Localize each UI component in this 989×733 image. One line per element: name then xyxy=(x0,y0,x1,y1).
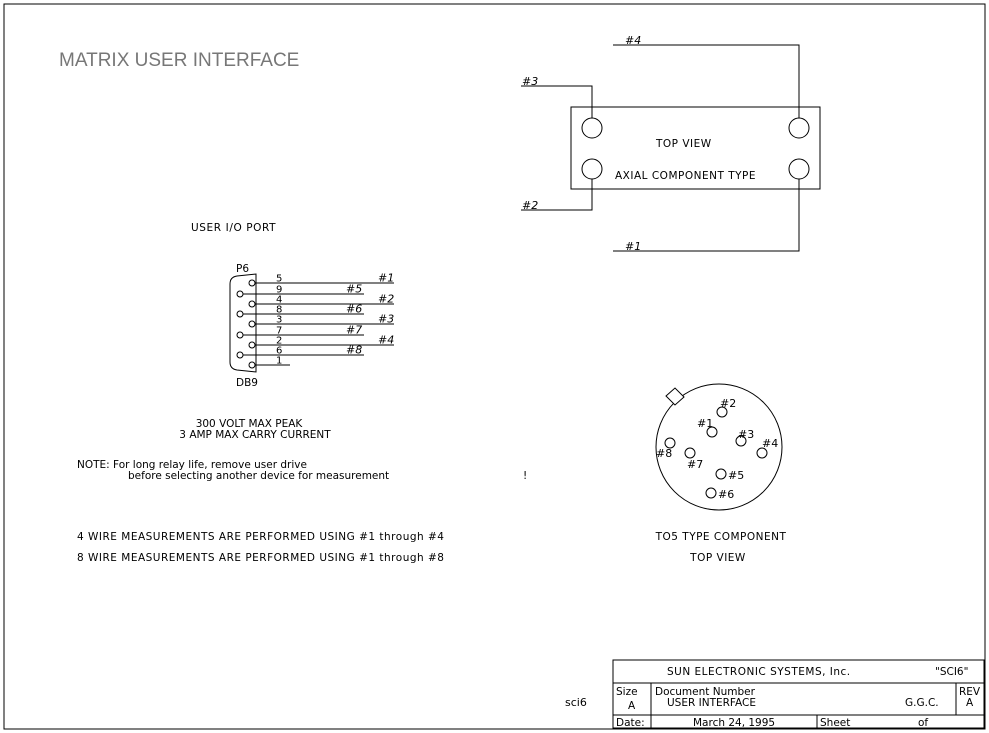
axial-pin-top-left xyxy=(581,117,603,139)
rating-current: 3 AMP MAX CARRY CURRENT xyxy=(179,429,331,441)
to5-pin-label-1: #1 xyxy=(697,417,713,430)
date-value: March 24, 1995 xyxy=(693,717,775,729)
to5-pin-2 xyxy=(716,406,728,418)
to5-pin-5 xyxy=(715,468,727,480)
to5-pin-4 xyxy=(756,447,768,459)
document-number-label: Document Number xyxy=(655,686,756,698)
db9-signal-label: #4 xyxy=(378,334,394,347)
company-name: SUN ELECTRONIC SYSTEMS, Inc. xyxy=(667,666,851,678)
axial-label-type: AXIAL COMPONENT TYPE xyxy=(615,170,756,182)
db9-pin-2 xyxy=(248,341,256,349)
author-initials: G.G.C. xyxy=(905,697,939,709)
to5-top-view: TOP VIEW xyxy=(689,552,746,564)
file-tag: sci6 xyxy=(565,696,587,709)
db9-pin-8 xyxy=(236,310,244,318)
to5-body xyxy=(655,383,783,511)
size-value: A xyxy=(628,700,636,712)
db9-pin-4 xyxy=(248,300,256,308)
axial-lead-3 xyxy=(521,85,593,118)
connector-type: DB9 xyxy=(236,377,258,389)
to5-pin-8 xyxy=(664,437,676,449)
to5-pin-3 xyxy=(735,435,747,447)
db9-pin-1 xyxy=(248,361,256,369)
axial-lead-2 xyxy=(521,179,593,211)
axial-lead-label-3: #3 xyxy=(522,75,538,88)
axial-pin-top-right xyxy=(788,117,810,139)
to5-pin-label-4: #4 xyxy=(762,437,778,450)
db9-pin-6 xyxy=(236,351,244,359)
axial-lead-1 xyxy=(613,179,800,252)
connector-ref: P6 xyxy=(236,263,249,275)
axial-pin-bottom-left xyxy=(581,158,603,180)
title-block: SUN ELECTRONIC SYSTEMS, Inc. "SCI6" Size… xyxy=(612,659,985,729)
note-mark: ! xyxy=(523,470,527,482)
to5-component: #2 #1 #3 #4 #8 #7 #5 #6 TO5 TYPE COMPONE… xyxy=(655,383,787,564)
db9-pin-number: 7 xyxy=(276,326,282,337)
axial-label-top-view: TOP VIEW xyxy=(655,138,712,150)
db9-pin-number: 1 xyxy=(276,356,282,367)
to5-label: TO5 TYPE COMPONENT xyxy=(655,531,787,543)
sheet-label: Sheet xyxy=(820,717,850,729)
page-title: MATRIX USER INTERFACE xyxy=(59,50,299,71)
sheet-border xyxy=(3,3,986,730)
to5-pin-7 xyxy=(684,447,696,459)
user-io-heading: USER I/O PORT xyxy=(191,222,276,234)
db9-signal-label: #7 xyxy=(346,324,362,337)
measurement-8-wire: 8 WIRE MEASUREMENTS ARE PERFORMED USING … xyxy=(77,552,444,564)
to5-pin-label-6: #6 xyxy=(718,488,734,501)
measurement-4-wire: 4 WIRE MEASUREMENTS ARE PERFORMED USING … xyxy=(77,531,444,543)
db9-pin-number: 5 xyxy=(276,274,282,285)
drawing-code: "SCI6" xyxy=(935,666,968,678)
document-number-value: USER INTERFACE xyxy=(667,697,756,709)
to5-tab xyxy=(665,387,685,406)
to5-pin-label-7: #7 xyxy=(687,458,703,471)
db9-pin-7 xyxy=(236,331,244,339)
db9-pin-5 xyxy=(248,279,256,287)
sheet-of-label: of xyxy=(918,717,928,729)
title-block-frame xyxy=(612,659,985,729)
axial-lead-4 xyxy=(613,44,800,118)
to5-pin-label-2: #2 xyxy=(720,397,736,410)
note-line-2: before selecting another device for meas… xyxy=(128,470,389,482)
db9-shell xyxy=(229,273,257,373)
rev-label: REV xyxy=(959,686,981,698)
db9-pin-number: 4 xyxy=(276,295,282,306)
db9-signal-label: #1 xyxy=(378,272,394,285)
db9-pin-number: 9 xyxy=(276,285,282,296)
db9-pin-number: 3 xyxy=(276,315,282,326)
db9-pin-number: 2 xyxy=(276,336,282,347)
db9-signal-label: #8 xyxy=(346,344,362,357)
axial-body xyxy=(570,106,821,190)
axial-component: TOP VIEW AXIAL COMPONENT TYPE #4 #3 #2 #… xyxy=(521,34,821,253)
axial-lead-label-1: #1 xyxy=(625,240,641,253)
to5-pin-label-8: #8 xyxy=(656,447,672,460)
rev-value: A xyxy=(966,697,974,709)
to5-pin-label-3: #3 xyxy=(738,428,754,441)
db9-pin-3 xyxy=(248,320,256,328)
db9-signal-label: #5 xyxy=(346,283,362,296)
db9-signal-label: #6 xyxy=(346,303,362,316)
db9-pin-number: 8 xyxy=(276,305,282,316)
db9-signal-label: #3 xyxy=(378,313,394,326)
axial-lead-label-2: #2 xyxy=(522,199,538,212)
to5-pin-label-5: #5 xyxy=(728,469,744,482)
db9-signal-label: #2 xyxy=(378,293,394,306)
to5-pin-1 xyxy=(706,426,718,438)
note-line-1: NOTE: For long relay life, remove user d… xyxy=(77,459,307,471)
rating-voltage: 300 VOLT MAX PEAK xyxy=(196,418,304,430)
db9-pin-9 xyxy=(236,290,244,298)
db9-pin-number: 6 xyxy=(276,346,282,357)
size-label: Size xyxy=(616,686,638,698)
to5-pin-6 xyxy=(705,487,717,499)
axial-lead-label-4: #4 xyxy=(625,34,641,47)
axial-pin-bottom-right xyxy=(788,158,810,180)
date-label: Date: xyxy=(616,717,645,729)
